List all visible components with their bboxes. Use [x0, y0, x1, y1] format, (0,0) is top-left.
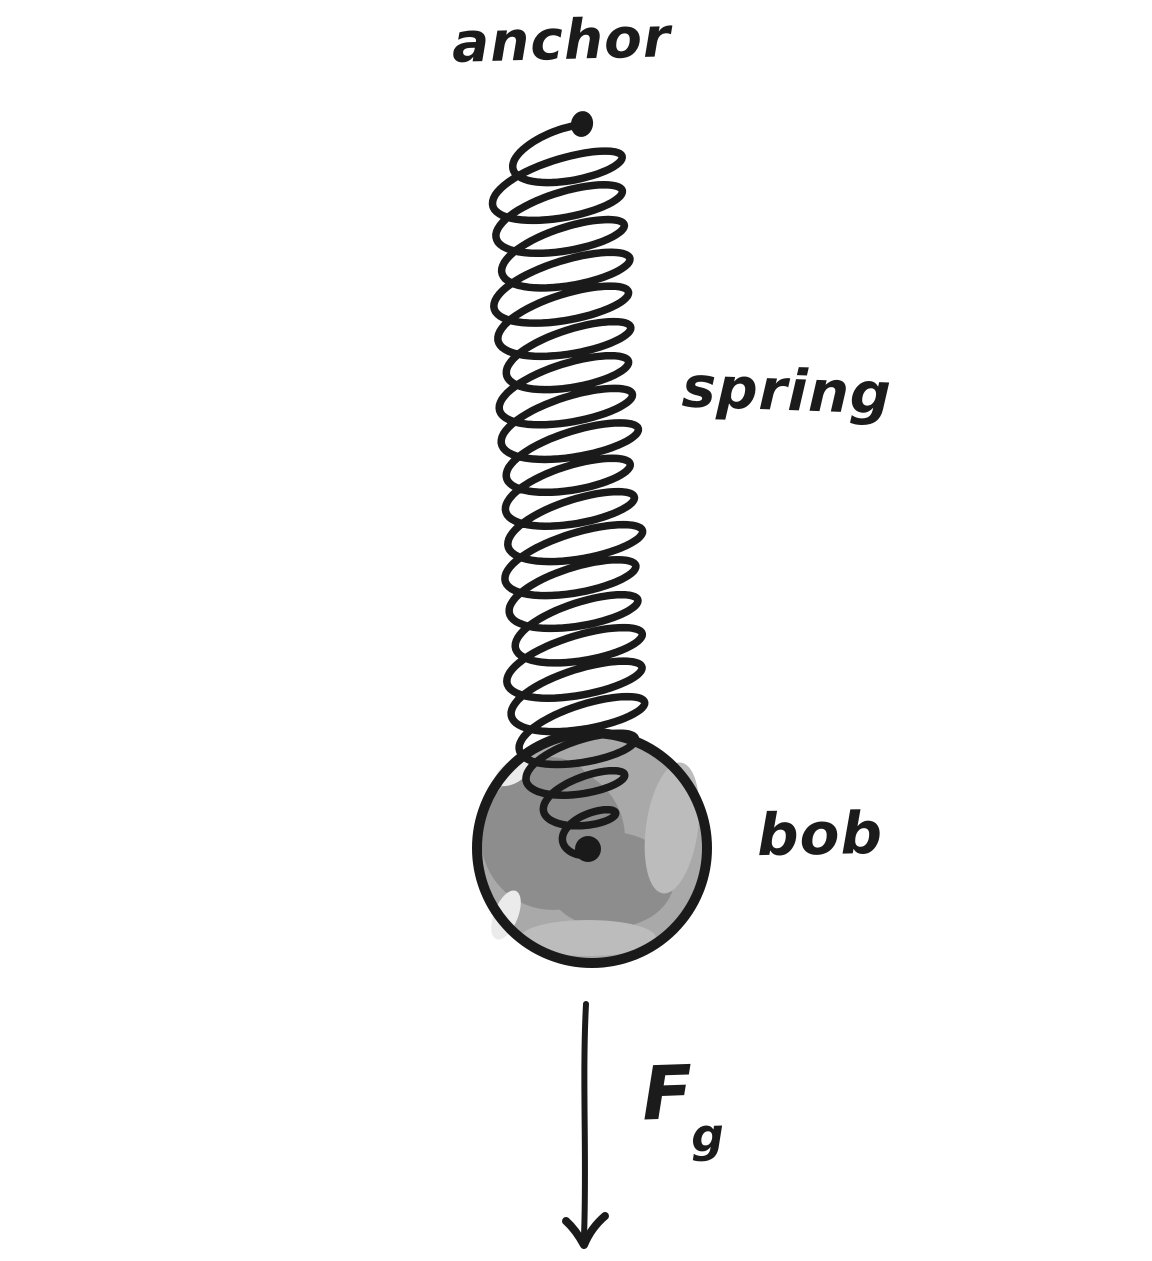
- gravity-arrow-shaft: [581, 1001, 589, 1239]
- spring-end-dot: [575, 836, 601, 862]
- bob-light-bottom: [520, 920, 656, 956]
- spring-label: spring: [680, 354, 893, 428]
- spring-coil: [488, 121, 649, 860]
- anchor-dot: [570, 111, 594, 137]
- gravity-arrow: [562, 1001, 609, 1249]
- bob-label: bob: [756, 798, 884, 870]
- gravity-force-symbol: F: [640, 1049, 696, 1138]
- gravity-force-label: Fg: [640, 1049, 729, 1163]
- gravity-arrow-head: [562, 1212, 609, 1249]
- bob-light-band: [644, 762, 700, 894]
- anchor-label: anchor: [451, 5, 672, 75]
- gravity-force-subscript: g: [690, 1107, 726, 1163]
- bob-highlight-bottom: [491, 890, 521, 940]
